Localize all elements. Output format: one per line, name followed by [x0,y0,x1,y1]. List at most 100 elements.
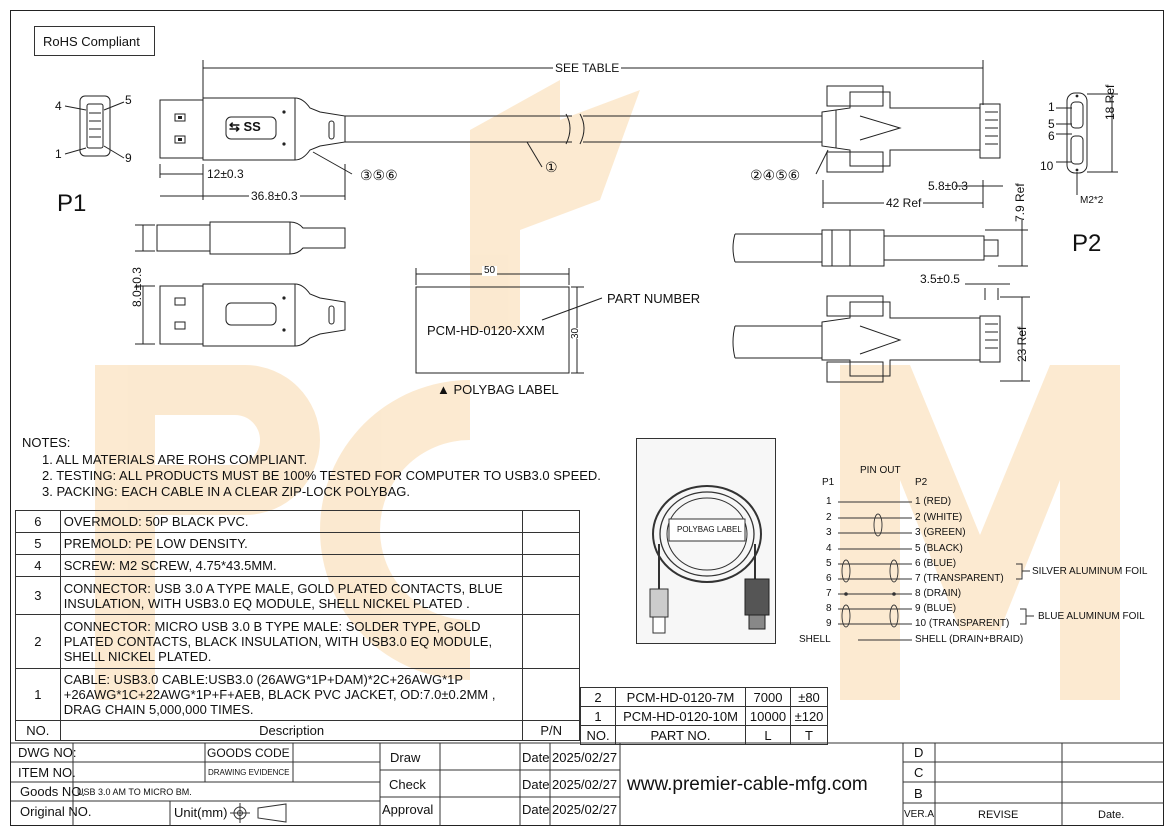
dim-5-8: 5.8±0.3 [928,179,968,193]
bom-header-pn: P/N [522,720,580,741]
pinout-row-1-p2: 1 (RED) [915,496,952,507]
rev-b: B [914,786,923,801]
pinout-row-8-p1: 8 [826,603,832,614]
date-label-2: Date [522,777,550,792]
part-tolerance: ±120 [790,706,828,726]
pinout-row-5-p2: 6 (BLUE) [915,558,957,569]
unit-label: Unit(mm) [174,805,228,820]
approval-label: Approval [382,802,434,817]
bom-pn [522,668,580,721]
bom-desc: SCREW: M2 SCREW, 4.75*43.5MM. [59,554,524,577]
goods-no-label: Goods NO. [20,784,86,799]
bom-header-no: NO. [15,720,61,741]
part-row: 1 PCM-HD-0120-10M 10000 ±120 [580,706,828,726]
label-width: 50 [482,265,498,276]
bom-no: 2 [15,614,61,669]
drawing-evidence-label: DRAWING EVIDENCE [208,768,290,777]
pinout-row-6-p2: 7 (TRANSPARENT) [915,573,1004,584]
bom-table: 6 OVERMOLD: 50P BLACK PVC. 5 PREMOLD: PE… [15,510,580,741]
check-label: Check [389,777,426,792]
callout-1: ① [545,159,558,175]
part-header-part: PART NO. [615,725,746,745]
callout-2-4-5-6: ②④⑤⑥ [750,167,801,183]
p1-pin1: 1 [55,147,62,161]
blue-foil-label: BLUE ALUMINUM FOIL [1038,611,1145,622]
date-value-1: 2025/02/27 [552,750,618,765]
original-no-label: Original NO. [20,804,92,819]
bom-header-desc: Description [59,720,524,741]
draw-label: Draw [390,750,421,765]
bom-row: 3 CONNECTOR: USB 3.0 A TYPE MALE, GOLD P… [15,576,580,615]
rohs-badge: RoHS Compliant [34,26,155,56]
rev-d: D [914,745,924,760]
pinout-row-shell-p1: SHELL [799,634,831,645]
coiled-cable-icon [649,485,770,634]
pinout-p2: P2 [915,477,928,488]
note-1: 1. ALL MATERIALS ARE ROHS COMPLIANT. [42,452,308,467]
pinout-row-8-p2: 9 (BLUE) [915,603,957,614]
pinout-p1: P1 [822,477,835,488]
dim-42: 42 Ref [884,196,924,210]
pinout-row-4-p1: 4 [826,543,832,554]
notes-heading: NOTES: [22,435,71,450]
bom-row: 6 OVERMOLD: 50P BLACK PVC. [15,510,580,533]
ver-a-label: VER.A [904,809,935,820]
p1-pin4: 4 [55,99,62,113]
dim-36-8: 36.8±0.3 [249,189,300,203]
cable-drawing [64,60,1118,383]
note-3: 3. PACKING: EACH CABLE IN A CLEAR ZIP-LO… [42,484,410,499]
bom-no: 1 [15,668,61,721]
length-dimension: SEE TABLE [553,61,622,75]
pinout-row-3-p1: 3 [826,527,832,538]
drawing-border [10,10,1164,826]
note-2: 2. TESTING: ALL PRODUCTS MUST BE 100% TE… [42,468,601,483]
bom-desc: CONNECTOR: USB 3.0 A TYPE MALE, GOLD PLA… [59,576,524,615]
goods-code-label: GOODS CODE [207,746,290,760]
rev-c: C [914,765,924,780]
bom-row: 2 CONNECTOR: MICRO USB 3.0 B TYPE MALE: … [15,614,580,669]
p2-pin6: 6 [1048,129,1055,143]
polybag-illustration: POLYBAG LABEL [636,438,776,644]
m2-screw-note: M2*2 [1080,195,1104,206]
pinout-row-shell-p2: SHELL (DRAIN+BRAID) [915,634,1024,645]
dim-12: 12±0.3 [207,167,244,181]
part-table: 2 PCM-HD-0120-7M 7000 ±80 1 PCM-HD-0120-… [580,687,828,745]
p1-pin5: 5 [125,93,132,107]
pinout-row-7-p2: 8 (DRAIN) [915,588,962,599]
label-part-text: PCM-HD-0120-XXM [427,323,545,338]
rohs-badge-text: RoHS Compliant [43,34,140,49]
p2-pin5: 5 [1048,117,1055,131]
revise-label: REVISE [978,809,1019,821]
dim-3-5: 3.5±0.5 [920,272,960,286]
p1-label: P1 [57,190,87,217]
rev-date-label: Date. [1098,809,1125,821]
pinout-title: PIN OUT [860,465,901,476]
part-header-row: NO. PART NO. L T [580,725,828,745]
bom-desc: CONNECTOR: MICRO USB 3.0 B TYPE MALE: SO… [59,614,524,669]
bom-header-row: NO. Description P/N [15,720,580,741]
polybag-label-caption: ▲ POLYBAG LABEL [437,382,559,397]
part-number-callout: PART NUMBER [607,291,701,306]
dwg-no-label: DWG NO: [18,745,77,760]
pinout-row-2-p1: 2 [826,512,832,523]
silver-foil-label: SILVER ALUMINUM FOIL [1032,566,1148,577]
website-link[interactable]: www.premier-cable-mfg.com [627,774,868,795]
bom-row: 4 SCREW: M2 SCREW, 4.75*43.5MM. [15,554,580,577]
pinout-row-6-p1: 6 [826,573,832,584]
pinout-wiring [838,501,1034,641]
usb-ss-logo: ⇆ SS [229,119,261,134]
bom-pn [522,576,580,615]
p2-pin1: 1 [1048,100,1055,114]
part-length: 7000 [745,687,791,707]
pinout-row-9-p1: 9 [826,618,832,629]
p2-pin10: 10 [1040,159,1054,173]
p1-pin9: 9 [125,151,132,165]
bom-desc: OVERMOLD: 50P BLACK PVC. [59,510,524,533]
pinout-row-2-p2: 2 (WHITE) [915,512,963,523]
goods-no-value: USB 3.0 AM TO MICRO BM. [77,787,192,797]
callout-3-5-6: ③⑤⑥ [360,167,398,183]
pinout-row-7-p1: 7 [826,588,832,599]
pinout-row-9-p2: 10 (TRANSPARENT) [915,618,1010,629]
